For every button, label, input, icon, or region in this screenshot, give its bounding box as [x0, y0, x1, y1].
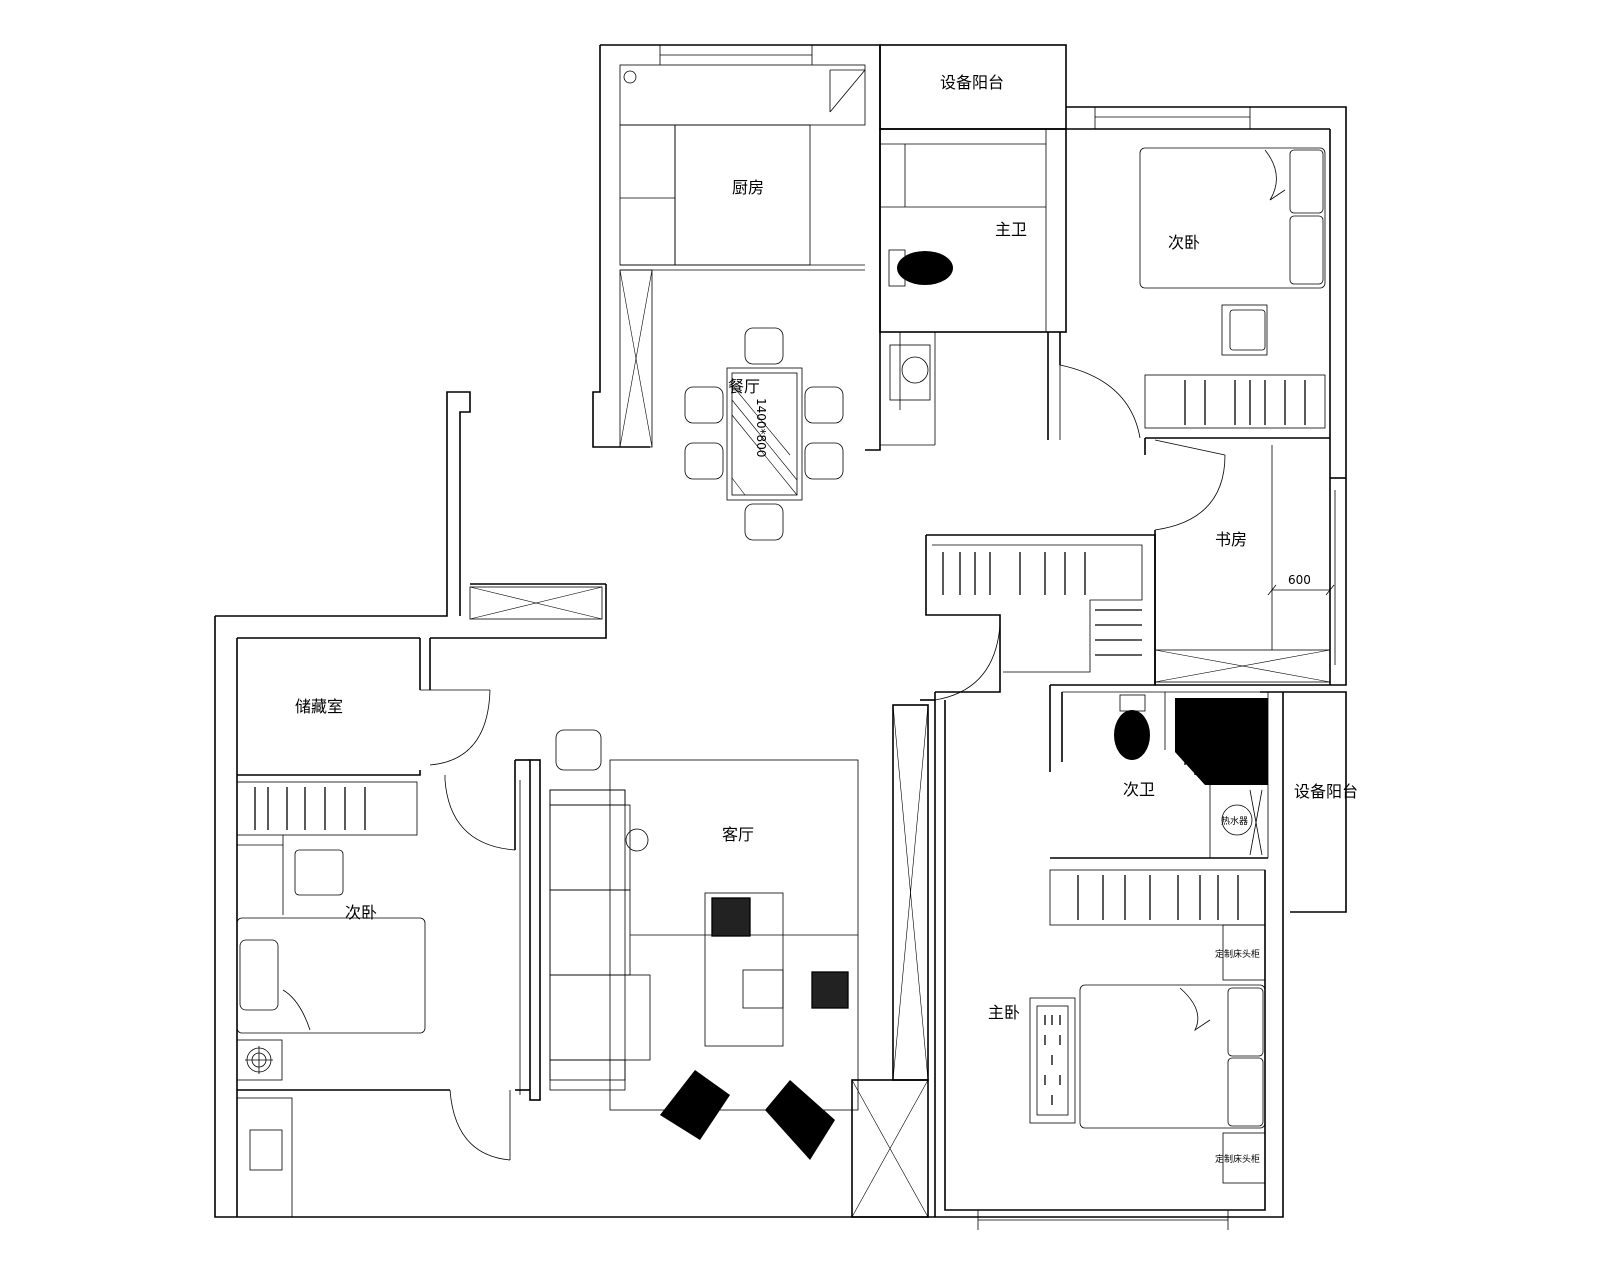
- bedroom-ne-label: 次卧: [1168, 233, 1200, 252]
- kitchen: 厨房: [619, 45, 866, 448]
- bedroom-sw: 次卧: [236, 759, 530, 1218]
- entry-hatch: [469, 586, 603, 620]
- equipment-balcony-right-label: 设备阳台: [1294, 782, 1358, 801]
- storage: 储藏室: [237, 638, 491, 776]
- study-label: 书房: [1215, 530, 1247, 549]
- storage-label: 储藏室: [295, 697, 343, 716]
- living-room-label: 客厅: [722, 825, 754, 844]
- bedroom-ne: 次卧: [1047, 107, 1331, 685]
- hall-cabinet: [920, 534, 1156, 701]
- main-bathroom: 主卫: [879, 128, 1067, 446]
- bedroom-sw-label: 次卧: [345, 903, 377, 922]
- dining: 餐厅 1400*800: [684, 327, 844, 541]
- second-bathroom-label: 次卫: [1123, 780, 1155, 799]
- main-bathroom-label: 主卫: [995, 220, 1027, 239]
- nightstand-1-label: 定制床头柜: [1215, 948, 1260, 960]
- water-heater-label: 热水器: [1221, 815, 1248, 827]
- kitchen-label: 厨房: [732, 178, 764, 197]
- nightstand-2-label: 定制床头柜: [1215, 1153, 1260, 1165]
- master-bedroom-label: 主卧: [988, 1003, 1020, 1022]
- living-room: 客厅: [519, 704, 929, 1218]
- outer-walls: [214, 44, 1347, 1218]
- study-dim-label: 600: [1288, 573, 1311, 587]
- master-bedroom: 定制床头柜 定制床头柜 主卧: [934, 692, 1266, 1230]
- dining-label: 餐厅: [728, 377, 760, 396]
- table-size-label: 1400*800: [754, 398, 768, 457]
- second-bathroom: 热水器 次卫: [1049, 685, 1290, 859]
- equipment-balcony-top-label: 设备阳台: [940, 73, 1004, 92]
- study: 书房 600: [1144, 438, 1336, 686]
